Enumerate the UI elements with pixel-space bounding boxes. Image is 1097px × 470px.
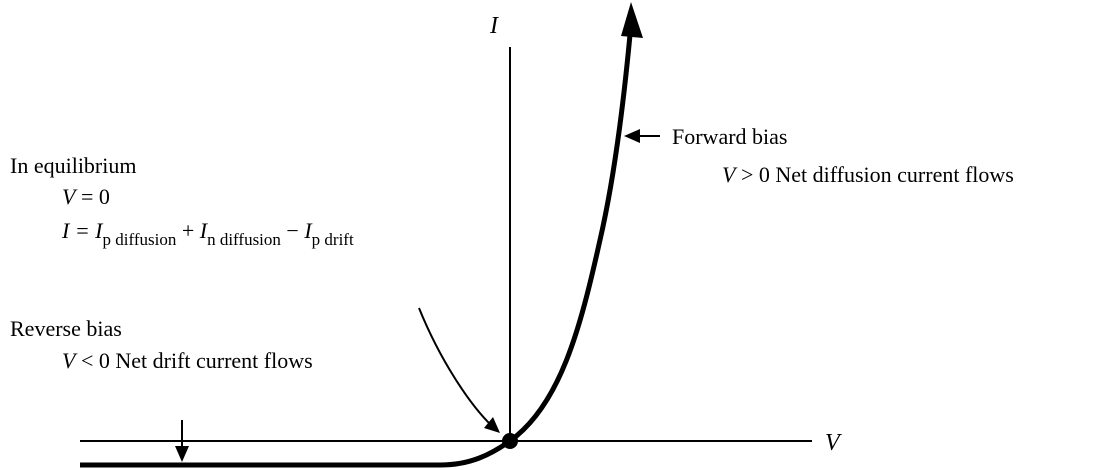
reverse-bias-var: V <box>62 348 76 373</box>
equilibrium-current-term1-var: I <box>95 218 103 243</box>
equilibrium-current-lhs: I = <box>62 218 96 243</box>
reverse-bias-description: V < 0 Net drift current flows <box>62 350 313 372</box>
equilibrium-current-op2: − <box>280 218 305 243</box>
equilibrium-current-term3-sub: p drift <box>311 230 354 249</box>
forward-bias-title: Forward bias <box>672 124 788 149</box>
equilibrium-current-term1-sub: p diffusion <box>102 230 177 249</box>
equilibrium-pointer-arrowhead <box>484 417 500 433</box>
iv-curve <box>80 23 634 468</box>
reverse-current-arrowhead <box>175 446 189 462</box>
x-axis-label: V <box>825 430 840 456</box>
forward-bias-var: V <box>722 162 736 187</box>
equilibrium-current-equation: I = Ip diffusion + In diffusion − Ip dri… <box>62 218 354 249</box>
equilibrium-current-term2-sub: n diffusion <box>207 230 281 249</box>
equilibrium-voltage-var: V <box>62 184 76 209</box>
forward-bias-desc: > 0 Net diffusion current flows <box>735 162 1014 187</box>
curve-arrowhead <box>621 2 643 38</box>
forward-bias-description: V > 0 Net diffusion current flows <box>722 164 1014 186</box>
origin-dot <box>502 433 518 449</box>
reverse-bias-title: Reverse bias <box>10 316 122 341</box>
equilibrium-pointer-arrow <box>418 307 493 427</box>
y-axis-label: I <box>490 13 498 39</box>
equilibrium-voltage-rel: = 0 <box>80 184 110 209</box>
reverse-bias-desc: < 0 Net drift current flows <box>75 348 313 373</box>
equilibrium-current-term2-var: I <box>199 218 208 243</box>
forward-bias-pointer-arrowhead <box>624 129 640 143</box>
equilibrium-title: In equilibrium <box>10 153 137 178</box>
equilibrium-current-op1: + <box>176 218 200 243</box>
equilibrium-current-term3-var: I <box>304 218 312 243</box>
equilibrium-voltage: V = 0 <box>62 186 110 208</box>
